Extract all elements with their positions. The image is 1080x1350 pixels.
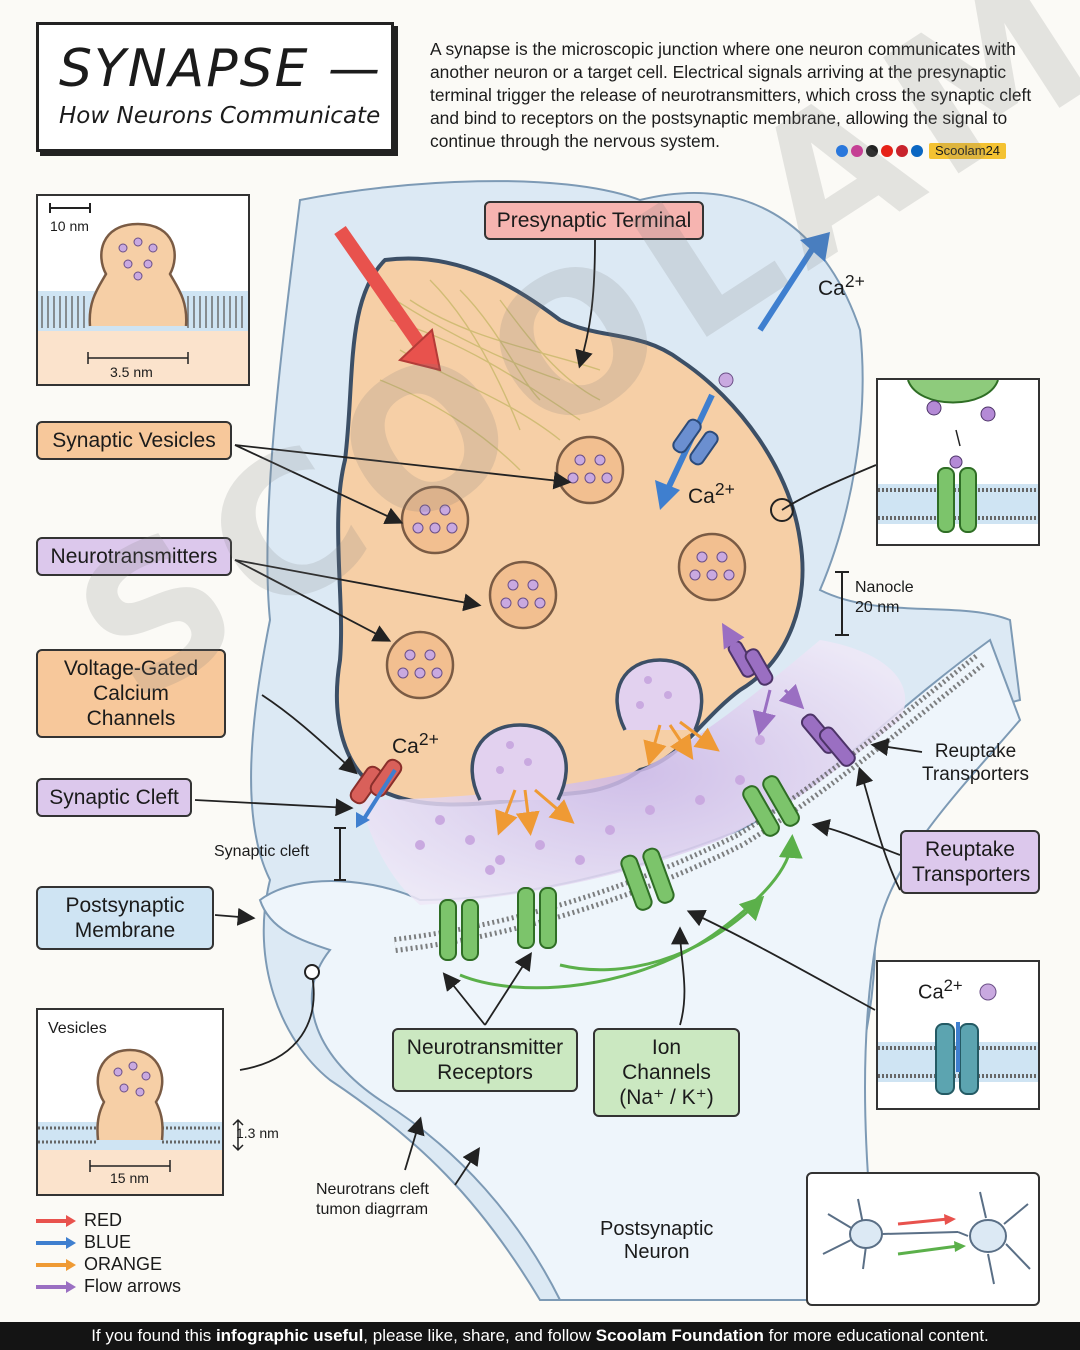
inset-receptor-binding: [876, 378, 1040, 546]
inset-fusion-width-label: 15 nm: [110, 1170, 149, 1186]
synapse-illustration: [194, 180, 1022, 1301]
page-title: SYNAPSE —: [59, 39, 382, 99]
pinterest-icon[interactable]: [896, 145, 908, 157]
facebook-icon[interactable]: [836, 145, 848, 157]
synaptic-vesicles: [385, 435, 747, 700]
label-synaptic-cleft-small: Synaptic cleft: [214, 843, 310, 860]
x-icon[interactable]: [866, 145, 878, 157]
legend-item-red: RED: [36, 1210, 122, 1231]
label-reuptake-plain-line2: Transporters: [922, 764, 1029, 785]
label-reuptake-transporters-plain: Reuptake Transporters: [922, 740, 1029, 786]
label-nanocle-line1: Nanocle: [855, 579, 914, 596]
action-potential-arrow: [334, 226, 442, 372]
inset-calcium-channel: Ca2+: [876, 960, 1040, 1110]
ca-label-mid: Ca2+: [688, 479, 735, 508]
synaptic-cleft-region: [360, 640, 906, 905]
label-postsynaptic-membrane-line2: Membrane: [74, 919, 176, 942]
footer-text-1: If you found this: [91, 1326, 216, 1345]
released-neurotransmitters: [415, 676, 765, 875]
label-reuptake-plain-line1: Reuptake: [934, 741, 1017, 762]
vgcc-channel-top: [672, 418, 719, 466]
label-reuptake-boxed-line2: Transporters: [912, 863, 1031, 886]
label-nanocle-line2: 20 nm: [855, 599, 900, 616]
signal-flow-arrows: [459, 834, 803, 990]
label-vgcc-line1: Voltage-Gated: [63, 657, 199, 680]
inset-depth-label: 1.3 nm: [236, 1125, 279, 1141]
social-handle[interactable]: Scoolam24: [929, 143, 1007, 159]
footer-text-2: , please like, share, and follow: [363, 1326, 596, 1345]
label-ion-channels: Ion Channels (Na⁺ / K⁺): [593, 1028, 740, 1117]
legend-item-blue: BLUE: [36, 1232, 131, 1253]
inset-vesicle-fusion: Vesicles 15 nm: [36, 1008, 224, 1196]
release-arrows: [495, 720, 720, 836]
legend-label-flow: Flow arrows: [84, 1276, 182, 1296]
legend-item-orange: ORANGE: [36, 1254, 162, 1275]
footer-link-scoolam[interactable]: Scoolam Foundation: [595, 1326, 764, 1345]
youtube-icon[interactable]: [881, 145, 893, 157]
neurotransmitter-receptors: [439, 775, 800, 961]
instagram-icon[interactable]: [851, 145, 863, 157]
inset-vesicle-membrane: 10 nm 3.5 nm: [36, 194, 250, 386]
label-neurotrans-cleft-line2: tumon diagrram: [316, 1201, 429, 1218]
footer-bar: If you found this infographic useful, pl…: [0, 1322, 1080, 1350]
linkedin-icon[interactable]: [911, 145, 923, 157]
inset-ca-label: Ca2+: [918, 976, 963, 1004]
legend-item-flow: Flow arrows: [36, 1276, 181, 1297]
label-ion-channels-line1: Ion Channels: [622, 1036, 711, 1084]
legend-label-red: RED: [84, 1210, 123, 1230]
title-box: SYNAPSE — How Neurons Communicate: [36, 22, 394, 152]
footer-bold-1: infographic useful: [215, 1326, 364, 1345]
label-neurotrans-cleft: Neurotrans cleft tumon diagrram: [316, 1180, 429, 1220]
page-subtitle: How Neurons Communicate: [59, 103, 381, 129]
label-receptors-line1: Neurotransmitter: [406, 1036, 564, 1059]
label-receptors-line2: Receptors: [437, 1061, 533, 1084]
label-neurotransmitters: Neurotransmitters: [36, 537, 232, 576]
ca-label-top: Ca2+: [818, 271, 865, 300]
label-ion-channels-line2: (Na⁺ / K⁺): [619, 1086, 714, 1109]
label-reuptake-boxed-line1: Reuptake: [925, 838, 1015, 861]
callout-arrows: [194, 239, 923, 1186]
inset-vesicles-label: Vesicles: [48, 1020, 107, 1037]
inset-neuron-pair: [806, 1172, 1040, 1306]
label-vgcc-line2: Calcium Channels: [86, 682, 176, 730]
neurotransmitter-dots: [397, 454, 735, 679]
label-postsynaptic-neuron-line1: Postsynaptic: [600, 1218, 714, 1240]
label-presynaptic-terminal: Presynaptic Terminal: [484, 201, 704, 240]
label-synaptic-vesicles: Synaptic Vesicles: [36, 421, 232, 460]
label-neurotrans-cleft-line1: Neurotrans cleft: [316, 1181, 429, 1198]
label-postsynaptic-membrane: Postsynaptic Membrane: [36, 886, 214, 950]
legend-label-blue: BLUE: [84, 1232, 132, 1252]
label-reuptake-transporters-boxed: Reuptake Transporters: [900, 830, 1040, 894]
label-postsynaptic-membrane-line1: Postsynaptic: [65, 894, 185, 917]
vgcc-channel-left: [349, 758, 403, 805]
fusing-vesicles: [470, 658, 704, 801]
inset-scale-label: 10 nm: [50, 218, 89, 234]
reuptake-transporters: [727, 640, 856, 767]
label-nanocle: Nanocle 20 nm: [855, 578, 914, 618]
label-voltage-gated-calcium-channels: Voltage-Gated Calcium Channels: [36, 649, 226, 738]
footer-text-3: for more educational content.: [763, 1326, 989, 1345]
legend-label-orange: ORANGE: [84, 1254, 163, 1274]
label-postsynaptic-neuron-line2: Neuron: [623, 1241, 690, 1263]
social-bar: Scoolam24: [836, 142, 1007, 160]
label-neurotransmitter-receptors: Neurotransmitter Receptors: [392, 1028, 578, 1092]
inset-width-label: 3.5 nm: [110, 364, 153, 380]
label-synaptic-cleft: Synaptic Cleft: [36, 778, 192, 817]
ca-label-left: Ca2+: [392, 729, 439, 758]
intro-text: A synapse is the microscopic junction wh…: [430, 39, 1032, 151]
depth-arrow: [232, 1118, 244, 1152]
label-postsynaptic-neuron: Postsynaptic Neuron: [600, 1218, 713, 1264]
